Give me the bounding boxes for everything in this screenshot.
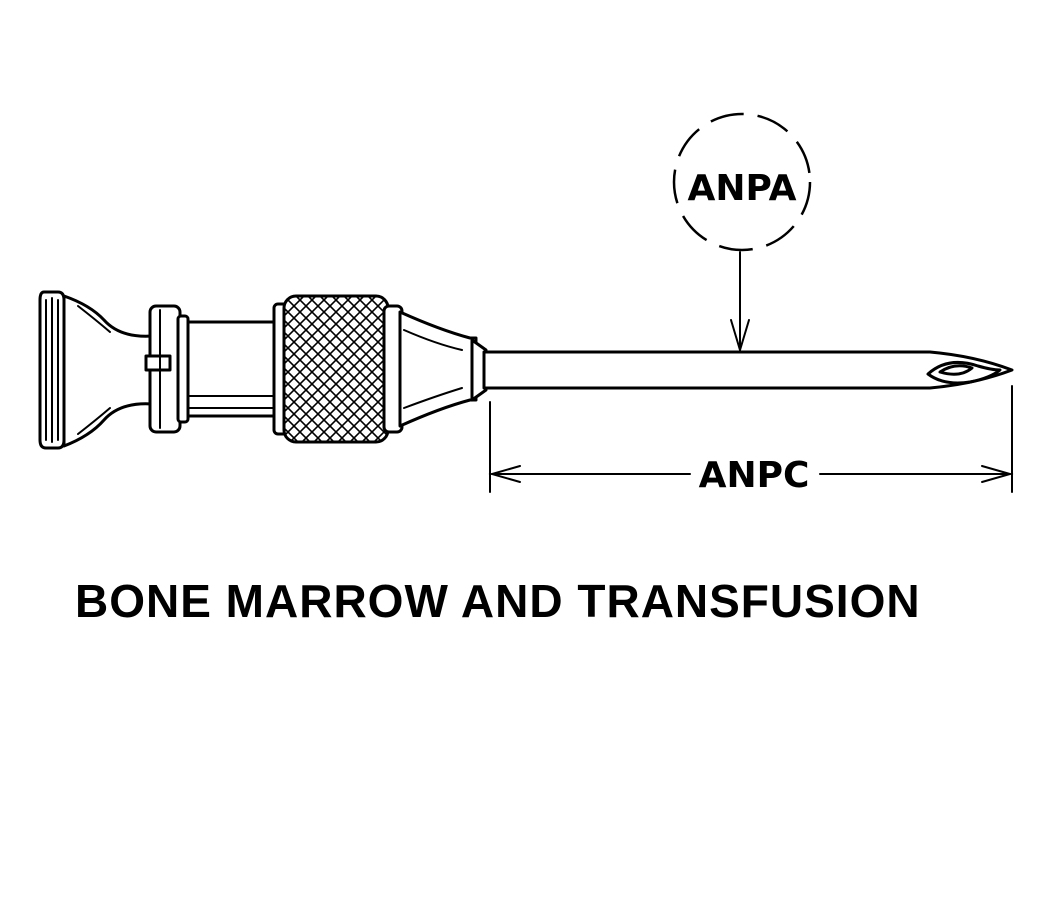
anpa-callout: ANPA	[672, 112, 812, 252]
anpa-label: ANPA	[688, 168, 797, 209]
anpa-leader-arrow	[730, 251, 750, 354]
needle	[482, 350, 1014, 390]
anpc-dimension: ANPC	[488, 385, 1014, 496]
anpc-label: ANPC	[699, 455, 810, 496]
tapered-hub	[398, 310, 488, 428]
thumb-cap	[38, 290, 154, 450]
barrel	[186, 320, 282, 418]
diagram-caption: BONE MARROW AND TRANSFUSION	[75, 575, 921, 627]
knurled-grip	[272, 294, 404, 444]
collar-ring	[144, 304, 190, 434]
